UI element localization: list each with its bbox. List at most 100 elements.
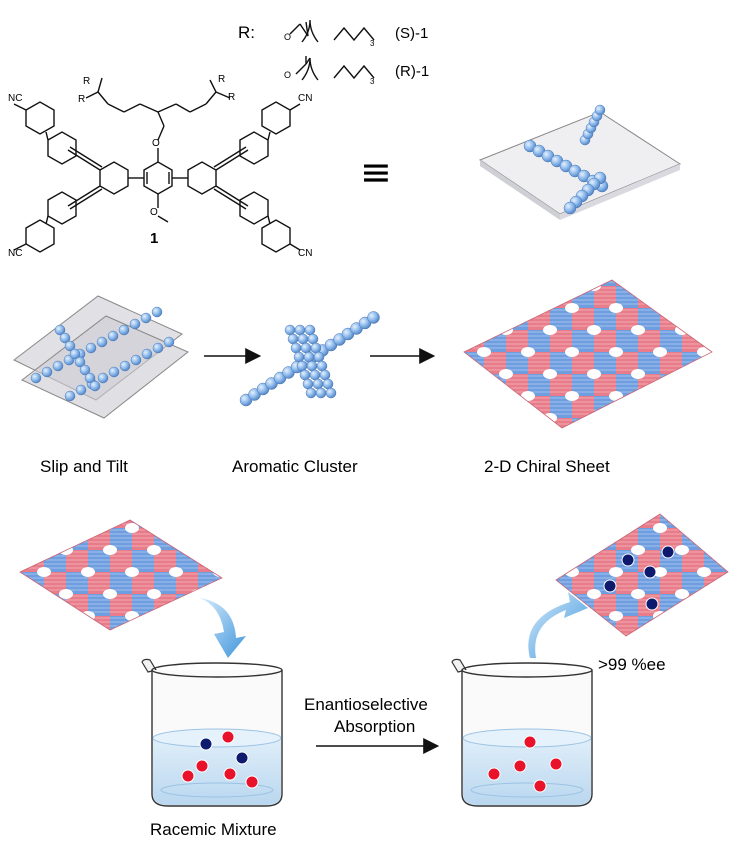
model-sphere <box>59 332 71 344</box>
curved-arrow-right <box>528 592 588 658</box>
model-sphere <box>151 306 163 318</box>
model-sphere <box>310 342 322 354</box>
model-sphere <box>304 324 316 336</box>
model-sphere <box>152 342 164 354</box>
molecule-model <box>478 104 682 220</box>
r-r-label: (R)-1 <box>395 63 429 80</box>
model-sphere <box>303 351 315 363</box>
r-r-subscript: 3 <box>370 77 375 86</box>
navy-enantiomer-dot <box>603 579 617 593</box>
model-sphere <box>140 312 152 324</box>
beaker-left <box>141 658 283 807</box>
equivalence-symbol: ≡ <box>360 150 392 194</box>
model-sphere <box>307 333 319 345</box>
model-sphere <box>79 364 91 376</box>
atom-ome: O <box>150 207 158 218</box>
model-sphere <box>119 360 131 372</box>
model-sphere <box>54 324 66 336</box>
red-enantiomer-dot <box>487 767 501 781</box>
model-sphere <box>315 387 327 399</box>
red-enantiomer-dot <box>523 735 537 749</box>
navy-enantiomer-dot <box>621 553 635 567</box>
model-sphere <box>41 366 53 378</box>
model-sphere <box>97 372 109 384</box>
beaker-right <box>451 658 593 807</box>
red-enantiomer-dot <box>181 769 195 783</box>
red-enantiomer-dot <box>223 767 237 781</box>
red-enantiomer-dot <box>533 779 547 793</box>
model-sphere <box>302 378 314 390</box>
model-sphere <box>141 348 153 360</box>
model-sphere <box>367 311 380 324</box>
r-r-o-atom: O <box>284 70 291 80</box>
compound-number: 1 <box>150 230 158 247</box>
model-sphere <box>325 387 337 399</box>
red-enantiomer-dot <box>221 730 235 744</box>
model-sphere <box>89 380 101 392</box>
model-sphere <box>30 372 42 384</box>
model-sphere <box>293 351 305 363</box>
model-sphere <box>316 360 328 372</box>
atom-cn-top: CN <box>298 93 312 104</box>
atom-nc-bottom: NC <box>8 248 22 259</box>
atom-r-1: R <box>83 76 90 87</box>
model-sphere <box>294 324 306 336</box>
aromatic-cluster-model <box>239 311 380 407</box>
atom-nc-top: NC <box>8 93 22 104</box>
model-sphere <box>300 342 312 354</box>
model-sphere <box>74 356 86 368</box>
model-sphere <box>297 333 309 345</box>
model-sphere <box>312 378 324 390</box>
chiral-sheet-model <box>463 279 713 429</box>
model-sphere <box>305 387 317 399</box>
step-2-caption: Aromatic Cluster <box>232 457 358 476</box>
navy-enantiomer-dot <box>645 597 659 611</box>
atom-o-central: O <box>152 138 160 149</box>
model-sphere <box>322 378 334 390</box>
sheet-small-right <box>555 513 729 637</box>
sheet-small-left <box>19 519 223 631</box>
model-sphere <box>290 342 302 354</box>
red-enantiomer-dot <box>513 759 527 773</box>
model-sphere <box>84 372 96 384</box>
model-sphere <box>130 354 142 366</box>
model-sphere <box>107 330 119 342</box>
curved-arrow-left <box>200 598 246 658</box>
r-definition-prefix: R: <box>238 23 255 42</box>
navy-enantiomer-dot <box>235 751 249 765</box>
navy-enantiomer-dot <box>199 737 213 751</box>
r-s-label: (S)-1 <box>395 25 428 42</box>
model-sphere <box>108 366 120 378</box>
model-sphere <box>96 336 108 348</box>
model-sphere <box>287 333 299 345</box>
model-sphere <box>306 360 318 372</box>
step-1-caption: Slip and Tilt <box>40 457 128 476</box>
model-sphere <box>563 201 577 215</box>
model-sphere <box>309 369 321 381</box>
atom-r-4: R <box>218 74 225 85</box>
model-sphere <box>296 360 308 372</box>
model-sphere <box>69 348 81 360</box>
model-sphere <box>129 318 141 330</box>
navy-enantiomer-dot <box>643 565 657 579</box>
model-sphere <box>64 340 76 352</box>
model-sphere <box>319 369 331 381</box>
model-sphere <box>64 390 76 402</box>
red-enantiomer-dot <box>245 775 259 789</box>
racemic-caption: Racemic Mixture <box>150 820 277 839</box>
red-enantiomer-dot <box>195 759 209 773</box>
arrow-label-line2: Absorption <box>334 717 415 736</box>
model-sphere <box>163 336 175 348</box>
model-sphere <box>85 342 97 354</box>
slip-tilt-model <box>13 295 189 419</box>
model-sphere <box>52 360 64 372</box>
chemical-structure <box>13 19 375 253</box>
model-sphere <box>284 324 296 336</box>
red-enantiomer-dot <box>549 757 563 771</box>
model-sphere <box>299 369 311 381</box>
r-s-subscript: 3 <box>370 39 375 48</box>
model-sphere <box>75 384 87 396</box>
atom-cn-bottom: CN <box>298 248 312 259</box>
r-s-o-atom: O <box>284 32 291 42</box>
